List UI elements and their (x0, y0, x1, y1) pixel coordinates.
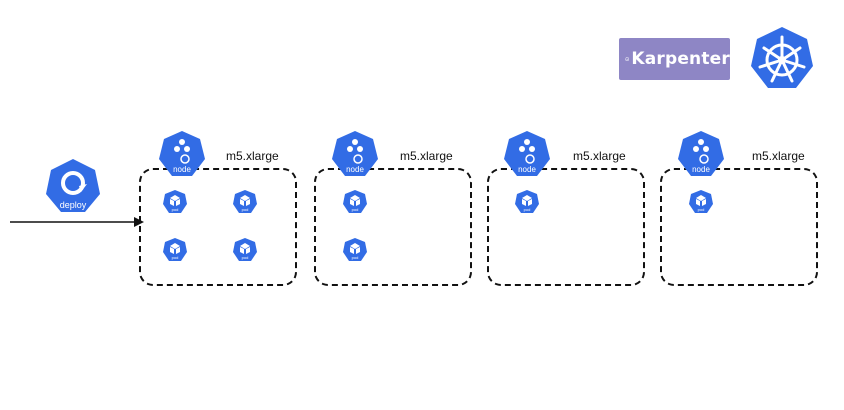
deploy-icon: deploy (46, 159, 100, 212)
pod-icon: pod (163, 238, 187, 261)
instance-type-label: m5.xlarge (400, 149, 453, 163)
pod-icon: pod (233, 238, 257, 261)
node-group-2 (314, 168, 472, 286)
node-icon: node (159, 131, 205, 176)
karpenter-logo-text: Karpenter (631, 49, 730, 69)
pod-label: pod (242, 255, 249, 260)
pod-icon: pod (163, 190, 187, 213)
node-label: node (346, 165, 364, 174)
pod-label: pod (242, 207, 249, 212)
deploy-arrow (10, 217, 144, 227)
node-group-3 (487, 168, 645, 286)
pod-label: pod (352, 207, 359, 212)
pod-icon: pod (343, 190, 367, 213)
pod-label: pod (698, 207, 705, 212)
node-icon: node (332, 131, 378, 176)
deploy-label: deploy (60, 200, 87, 210)
node-group-1 (139, 168, 297, 286)
karpenter-logo: Karpenter (619, 38, 730, 80)
node-icon: node (504, 131, 550, 176)
node-label: node (692, 165, 710, 174)
pod-icon: pod (689, 190, 713, 213)
pod-icon: pod (515, 190, 539, 213)
node-label: node (173, 165, 191, 174)
node-icon: node (678, 131, 724, 176)
pod-icon: pod (233, 190, 257, 213)
instance-type-label: m5.xlarge (226, 149, 279, 163)
instance-type-label: m5.xlarge (573, 149, 626, 163)
pod-label: pod (172, 255, 179, 260)
node-label: node (518, 165, 536, 174)
pod-label: pod (172, 207, 179, 212)
pod-icon: pod (343, 238, 367, 261)
instance-type-label: m5.xlarge (752, 149, 805, 163)
kubernetes-logo-icon (751, 27, 813, 88)
pod-label: pod (352, 255, 359, 260)
pod-label: pod (524, 207, 531, 212)
node-group-4 (660, 168, 818, 286)
karpenter-mark-icon (625, 57, 629, 61)
